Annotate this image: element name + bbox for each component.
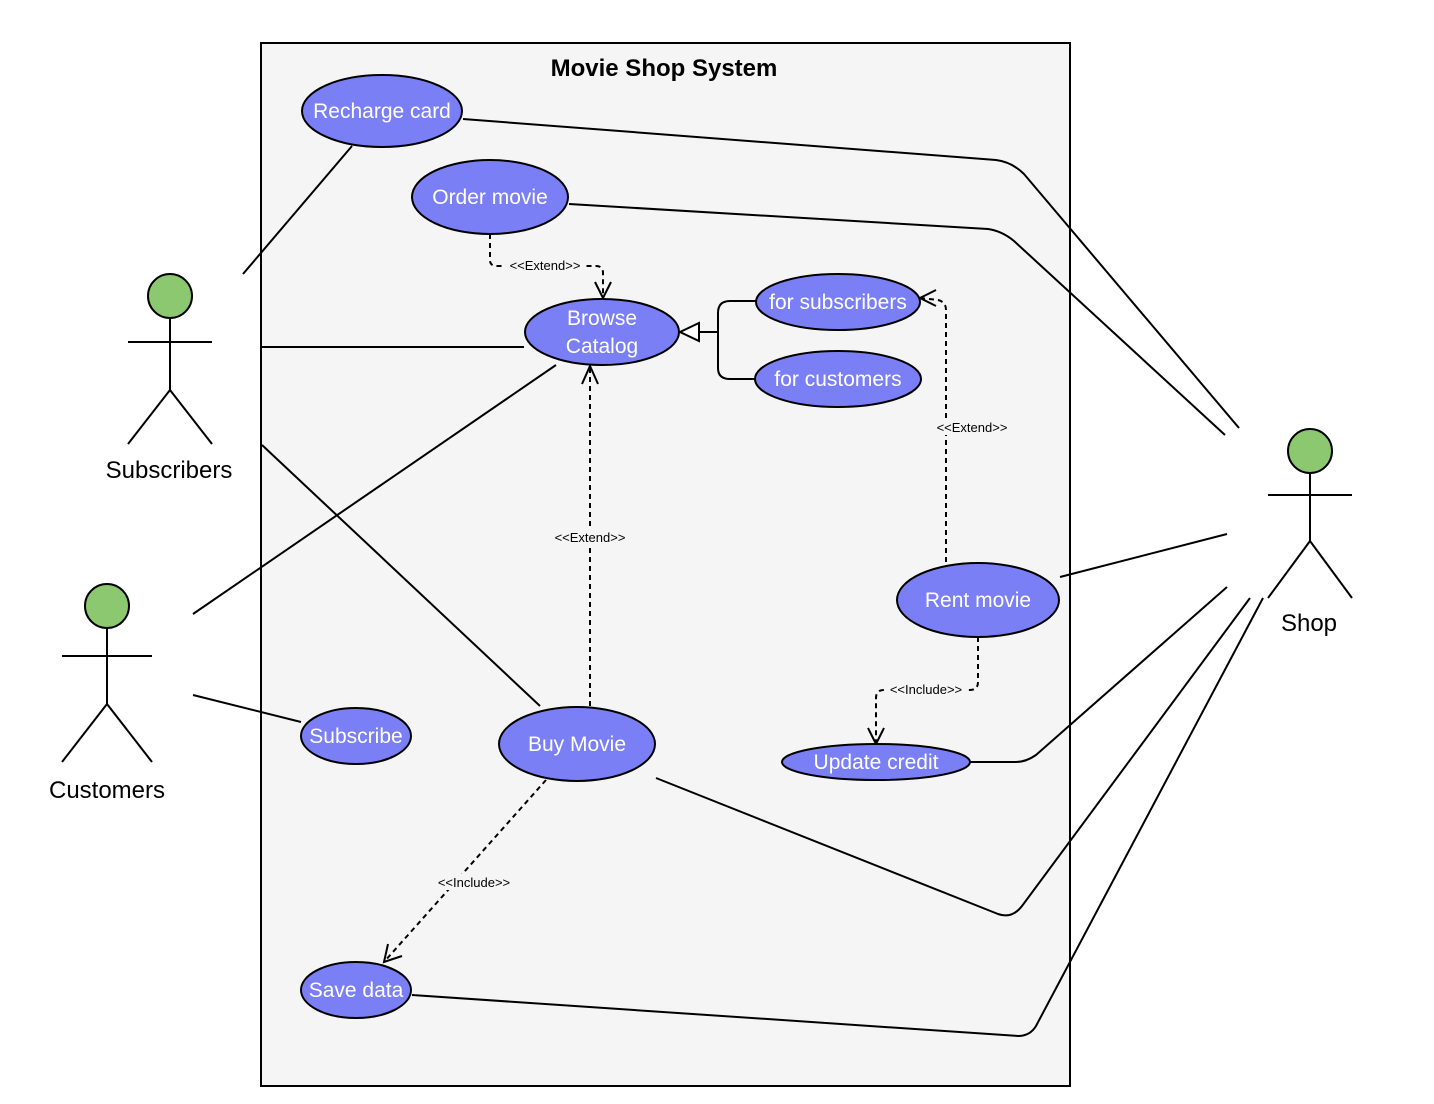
assoc-shop-save-data xyxy=(411,597,1264,1038)
assoc-subscribers-buy-movie xyxy=(261,444,541,707)
use-case-for-subscribers-label: for subscribers xyxy=(769,291,907,314)
use-case-rent-movie[interactable]: Rent movie xyxy=(896,562,1060,638)
actor-shop-label: Shop xyxy=(1281,610,1337,637)
use-case-browse-catalog[interactable]: Browse Catalog xyxy=(524,298,680,366)
use-case-for-customers[interactable]: for customers xyxy=(754,350,922,408)
use-case-recharge-card[interactable]: Recharge card xyxy=(301,74,463,148)
actor-customers-head xyxy=(84,583,130,629)
use-case-browse-catalog-label-line1: Browse xyxy=(567,307,637,330)
dep-order-movie-arrowhead xyxy=(594,281,612,301)
system-title: Movie Shop System xyxy=(551,55,778,82)
assoc-shop-recharge-card xyxy=(462,118,1240,429)
use-case-update-credit-label: Update credit xyxy=(814,751,939,774)
dep-buy-movie-include xyxy=(383,779,547,963)
dep-buy-movie-arrowhead xyxy=(581,363,599,385)
generalizations xyxy=(677,300,756,380)
dep-rent-include-label-bg xyxy=(884,682,968,698)
assoc-shop-order-movie xyxy=(568,203,1226,436)
dep-buy-movie-label-bg xyxy=(546,530,634,546)
actor-shop[interactable]: Shop xyxy=(1267,428,1353,637)
dep-buy-include-label: <<Include>> xyxy=(438,875,510,890)
actor-subscribers-head xyxy=(147,273,193,319)
use-case-browse-catalog-label-line2: Catalog xyxy=(566,335,638,358)
dep-buy-include-label-bg xyxy=(430,874,518,890)
assoc-shop-update-credit xyxy=(970,586,1228,763)
use-case-subscribe-label: Subscribe xyxy=(309,725,402,748)
dep-buy-movie-label: <<Extend>> xyxy=(555,530,626,545)
assoc-shop-rent-movie xyxy=(1059,533,1228,578)
use-case-rent-movie-label: Rent movie xyxy=(925,589,1031,612)
use-case-subscribe[interactable]: Subscribe xyxy=(300,707,412,765)
associations xyxy=(192,118,1264,1038)
dep-order-movie-label-bg xyxy=(505,258,585,274)
dep-rent-include-label: <<Include>> xyxy=(890,682,962,697)
dep-order-movie-label: <<Extend>> xyxy=(510,258,581,273)
use-case-update-credit[interactable]: Update credit xyxy=(781,743,971,781)
use-case-buy-movie-label: Buy Movie xyxy=(528,733,626,756)
use-case-save-data-label: Save data xyxy=(309,979,404,1002)
actor-customers-label: Customers xyxy=(49,777,165,804)
assoc-subscribers-recharge-card xyxy=(242,145,353,275)
actor-subscribers[interactable]: Subscribers xyxy=(106,273,233,484)
assoc-customers-browse-catalog xyxy=(192,364,557,615)
use-case-recharge-card-label: Recharge card xyxy=(313,100,451,123)
dep-rent-movie-extend xyxy=(919,297,947,562)
generalization-connector xyxy=(717,300,756,380)
generalization-arrowhead xyxy=(677,321,700,343)
use-case-for-subscribers[interactable]: for subscribers xyxy=(755,273,921,331)
use-case-buy-movie[interactable]: Buy Movie xyxy=(498,706,656,782)
use-case-order-movie-label: Order movie xyxy=(432,186,548,209)
dependencies: <<Extend>> <<Extend>> <<Extend>> <<Inclu… xyxy=(382,234,1018,964)
use-case-order-movie[interactable]: Order movie xyxy=(411,159,569,235)
system-boundary xyxy=(260,42,1071,1087)
assoc-shop-buy-movie xyxy=(655,597,1251,917)
dep-buy-include-arrowhead xyxy=(382,943,403,964)
assoc-customers-subscribe xyxy=(192,694,302,723)
actor-subscribers-label: Subscribers xyxy=(106,457,233,484)
use-case-save-data[interactable]: Save data xyxy=(300,961,412,1019)
actor-shop-head xyxy=(1287,428,1333,474)
dep-rent-movie-label: <<Extend>> xyxy=(937,420,1008,435)
actor-customers[interactable]: Customers xyxy=(49,583,165,804)
dep-rent-movie-label-bg xyxy=(930,419,1018,435)
use-case-for-customers-label: for customers xyxy=(774,368,901,391)
